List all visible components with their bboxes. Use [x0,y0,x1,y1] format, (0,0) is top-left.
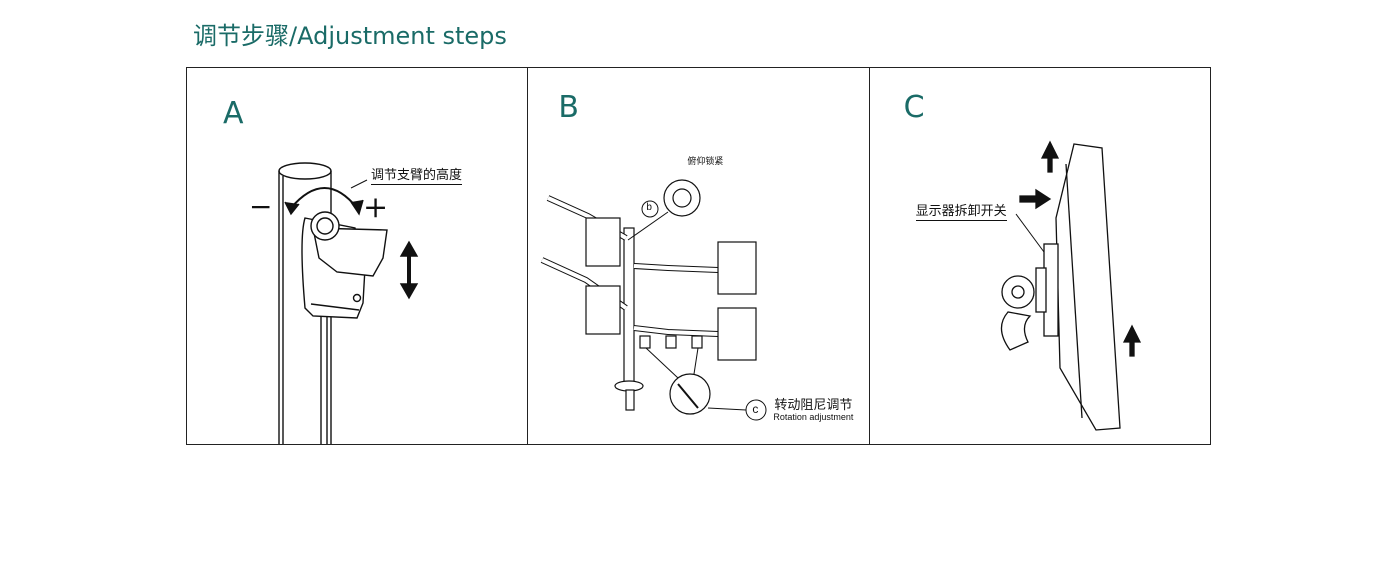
steps-frame: A − + 调节支臂 [186,67,1211,445]
panel-a-minus: − [249,190,273,223]
page-title: 调节步骤/Adjustment steps [193,22,507,50]
panel-a-height-label: 调节支臂的高度 [371,164,463,185]
panel-b-callout-b: b [646,202,652,213]
panel-c: C 显示器拆卸开关 [868,68,1210,444]
panel-b: B [527,68,868,444]
panel-a: A − + 调节支臂 [187,68,527,444]
panel-b-illustration [541,179,767,421]
panel-a-letter: A [223,96,244,131]
panel-c-letter: C [903,90,925,125]
panel-c-illustration [1000,140,1141,431]
panel-a-illustration [278,162,419,444]
panel-b-rotation-label-en: Rotation adjustment [773,412,854,422]
panel-a-plus: + [363,190,389,225]
panel-b-letter: B [558,90,579,125]
panel-b-rotation-label-cn: 转动阻尼调节 [774,398,853,413]
panel-b-tilt-lock-label: 俯仰锁紧 [687,157,724,167]
panel-b-callout-c: c [752,402,759,416]
panel-c-release-label: 显示器拆卸开关 [915,200,1007,221]
